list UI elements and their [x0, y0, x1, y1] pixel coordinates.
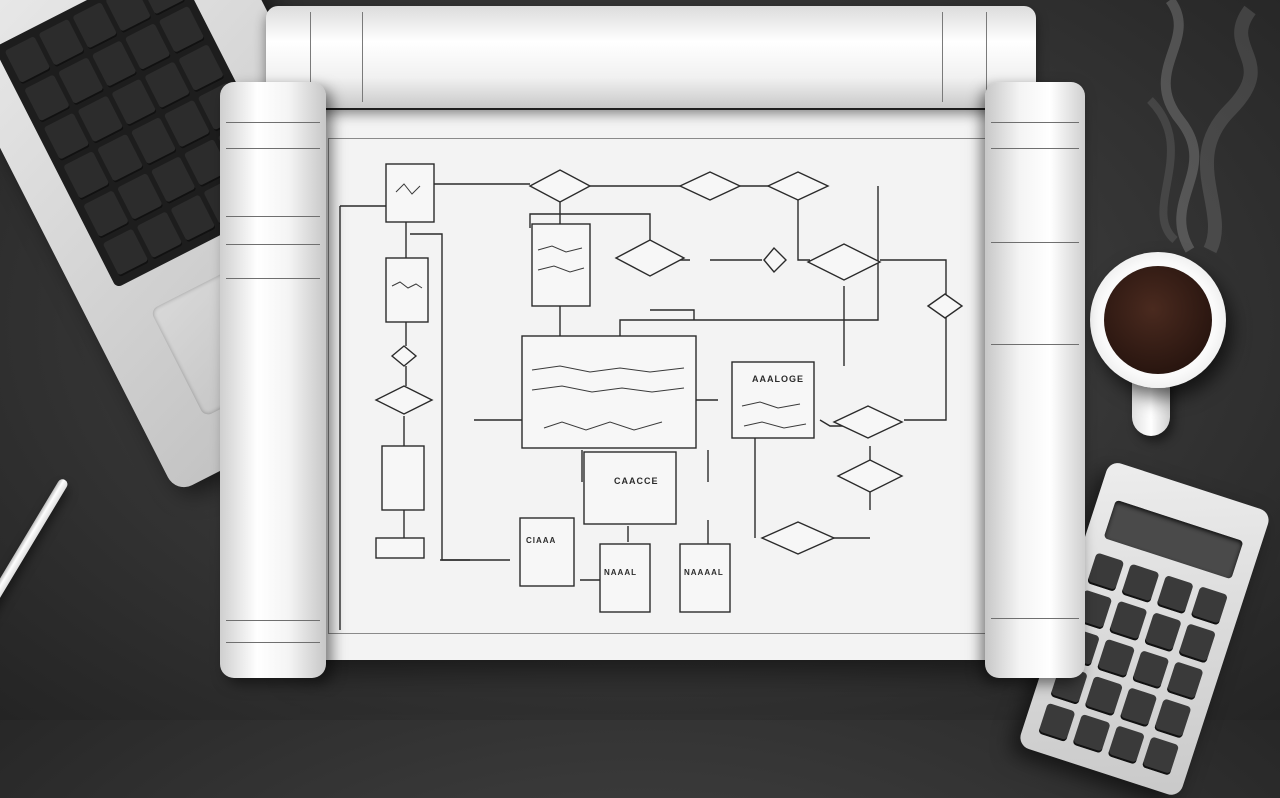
diagram-label: CAACCE [614, 476, 659, 486]
diagram-label: NAAAAL [684, 568, 724, 577]
paper-roll-top [266, 6, 1036, 108]
paper-roll-right [985, 82, 1085, 678]
diagram-label: CIAAA [526, 536, 557, 545]
diagram-label: NAAAL [604, 568, 637, 577]
coffee [1104, 266, 1212, 374]
diagram-label: AAALOGE [752, 374, 804, 384]
pen [0, 477, 70, 689]
flowchart-diagram [339, 163, 964, 630]
steam [1147, 0, 1258, 254]
coffee-mug [1090, 252, 1226, 388]
paper-roll-left [220, 82, 326, 678]
